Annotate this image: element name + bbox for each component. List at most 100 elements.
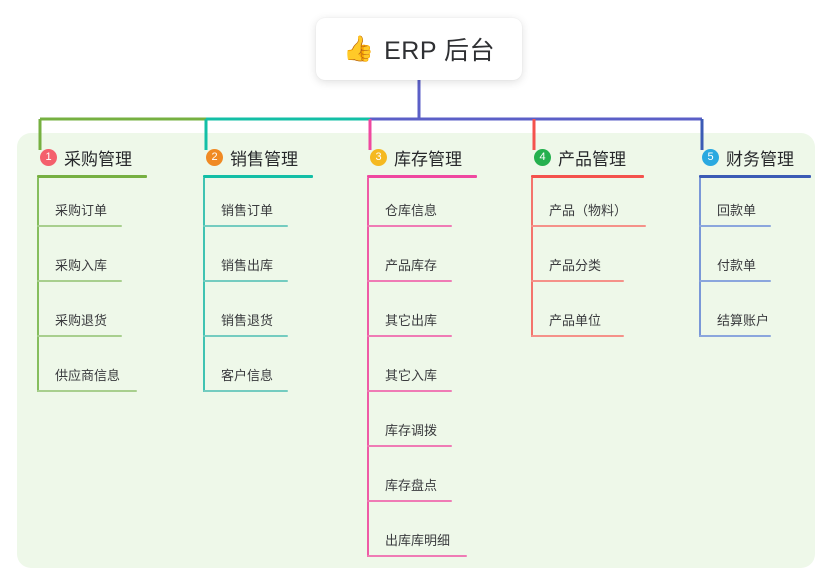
diagram-background-panel [17,133,815,568]
branch-spine-line [531,178,533,337]
branch-spine-line [367,178,369,557]
leaf-node[interactable]: 采购入库 [37,233,147,288]
leaf-node[interactable]: 出库库明细 [367,508,477,563]
thumbs-up-icon: 👍 [342,34,375,63]
leaf-node-rule [367,280,452,282]
branch-index-badge: 2 [206,148,223,166]
leaf-node[interactable]: 产品库存 [367,233,477,288]
leaf-node[interactable]: 其它出库 [367,288,477,343]
branch-leaf-list: 仓库信息产品库存其它出库其它入库库存调拨库存盘点出库库明细 [367,178,477,563]
leaf-node-rule [37,225,122,227]
branch-header-rule [699,175,811,178]
leaf-node[interactable]: 产品分类 [531,233,644,288]
leaf-node[interactable]: 仓库信息 [367,178,477,233]
branch-column-3: 3 库存管理仓库信息产品库存其它出库其它入库库存调拨库存盘点出库库明细 [367,144,477,563]
branch-leaf-list: 回款单付款单结算账户 [699,178,811,343]
leaf-node[interactable]: 库存调拨 [367,398,477,453]
leaf-node-rule [531,225,646,227]
branch-leaf-list: 采购订单采购入库采购退货供应商信息 [37,178,147,398]
leaf-node-label: 库存盘点 [385,478,438,493]
leaf-node-rule [367,445,452,447]
leaf-node-rule [367,390,452,392]
branch-title: 产品管理 [558,149,626,169]
branch-header-5[interactable]: 5 财务管理 [699,144,811,170]
leaf-node-rule [203,335,288,337]
branch-header-rule [203,175,313,178]
branch-leaf-list: 销售订单销售出库销售退货客户信息 [203,178,313,398]
leaf-node-label: 付款单 [717,258,757,273]
leaf-node-label: 出库库明细 [385,533,451,548]
leaf-node-rule [203,225,288,227]
leaf-node-label: 产品（物料） [549,203,628,218]
branch-header-4[interactable]: 4 产品管理 [531,144,644,170]
leaf-node-label: 客户信息 [221,368,274,383]
leaf-node-label: 产品单位 [549,313,602,328]
leaf-node-label: 库存调拨 [385,423,438,438]
branch-header-3[interactable]: 3 库存管理 [367,144,477,170]
leaf-node-rule [37,280,122,282]
leaf-node-rule [367,555,467,557]
leaf-node[interactable]: 销售出库 [203,233,313,288]
leaf-node[interactable]: 供应商信息 [37,343,147,398]
leaf-node-label: 其它出库 [385,313,438,328]
branch-header-rule [367,175,477,178]
leaf-node[interactable]: 销售退货 [203,288,313,343]
leaf-node[interactable]: 产品（物料） [531,178,646,233]
leaf-node[interactable]: 采购退货 [37,288,147,343]
leaf-node-rule [203,390,288,392]
leaf-node[interactable]: 其它入库 [367,343,477,398]
leaf-node-rule [203,280,288,282]
branch-index-badge: 3 [370,148,387,166]
branch-header-rule [531,175,644,178]
leaf-node-label: 仓库信息 [385,203,438,218]
root-node-title: ERP 后台 [384,37,496,65]
leaf-node[interactable]: 客户信息 [203,343,313,398]
leaf-node-rule [699,335,771,337]
leaf-node[interactable]: 产品单位 [531,288,644,343]
leaf-node-label: 供应商信息 [55,368,121,383]
branch-leaf-list: 产品（物料） 产品分类产品单位 [531,178,646,343]
leaf-node-rule [699,280,771,282]
leaf-node-label: 产品库存 [385,258,438,273]
branch-index-badge: 5 [702,148,719,166]
leaf-node[interactable]: 付款单 [699,233,811,288]
leaf-node-rule [699,225,771,227]
leaf-node-rule [37,335,122,337]
branch-index-badge: 1 [40,148,57,166]
branch-column-2: 2 销售管理销售订单销售出库销售退货客户信息 [203,144,313,398]
leaf-node[interactable]: 结算账户 [699,288,811,343]
leaf-node[interactable]: 回款单 [699,178,811,233]
branch-title: 库存管理 [394,149,462,169]
leaf-node[interactable]: 销售订单 [203,178,313,233]
leaf-node-label: 销售退货 [221,313,274,328]
branch-title: 销售管理 [230,149,298,169]
leaf-node-label: 销售出库 [221,258,274,273]
branch-title: 财务管理 [726,149,794,169]
leaf-node-label: 采购入库 [55,258,108,273]
leaf-node-label: 产品分类 [549,258,602,273]
leaf-node-rule [531,335,624,337]
leaf-node-rule [367,335,452,337]
branch-spine-line [37,178,39,392]
leaf-node-label: 其它入库 [385,368,438,383]
branch-spine-line [699,178,701,337]
leaf-node-rule [367,500,452,502]
branch-column-5: 5 财务管理回款单付款单结算账户 [699,144,811,343]
leaf-node[interactable]: 库存盘点 [367,453,477,508]
leaf-node-rule [367,225,452,227]
leaf-node-label: 采购退货 [55,313,108,328]
leaf-node-label: 结算账户 [717,313,770,328]
leaf-node-rule [37,390,137,392]
leaf-node[interactable]: 采购订单 [37,178,147,233]
leaf-node-label: 回款单 [717,203,757,218]
leaf-node-rule [531,280,624,282]
branch-spine-line [203,178,205,392]
root-node-erp-backend[interactable]: 👍 ERP 后台 [316,18,522,80]
branch-index-badge: 4 [534,148,551,166]
leaf-node-label: 销售订单 [221,203,274,218]
leaf-node-label: 采购订单 [55,203,108,218]
branch-header-2[interactable]: 2 销售管理 [203,144,313,170]
